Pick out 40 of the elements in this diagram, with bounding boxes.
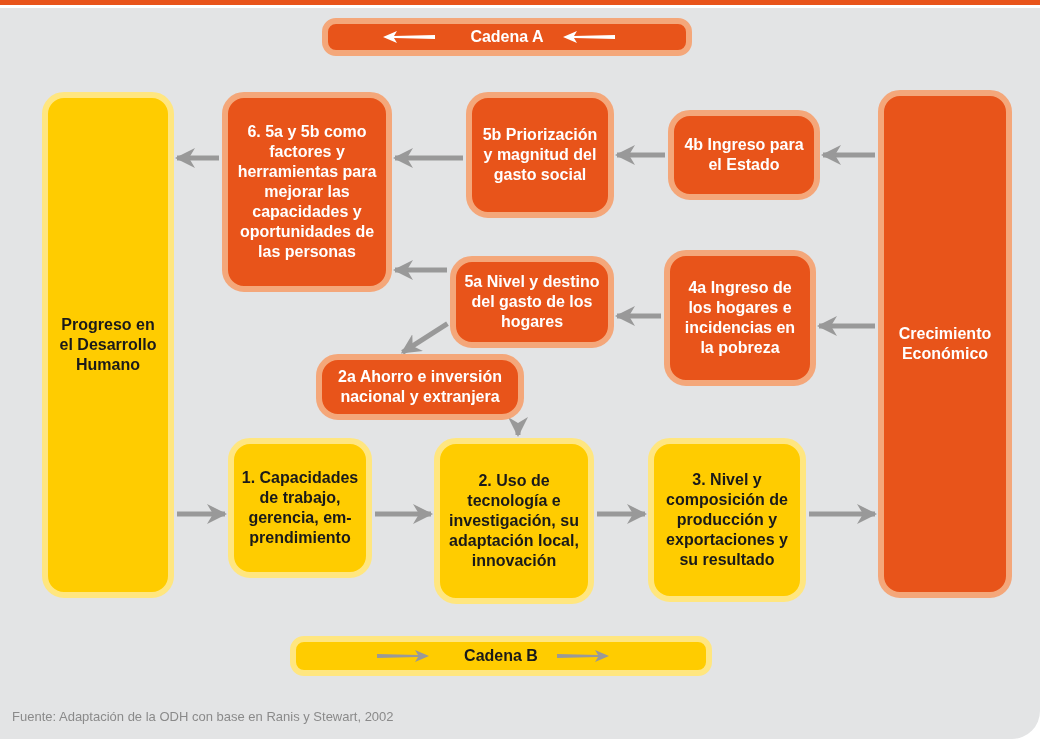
arrow [400, 321, 449, 355]
arrow [175, 148, 219, 168]
arrow [809, 504, 877, 524]
box-label: 5a Nivel y destino del gasto de los hogares [463, 272, 601, 332]
arrow [597, 504, 647, 524]
box-label: 4b Ingreso para el Estado [683, 135, 805, 175]
box-label: 2a Ahorro e inversión nacional y extranjera [337, 367, 503, 407]
process-box [42, 92, 174, 598]
arrow [508, 417, 528, 437]
process-box [648, 438, 806, 602]
box-label: 3. Nivel y composición de producción y exportaciones y su resultado [665, 470, 789, 570]
process-box [466, 92, 614, 218]
box-label: Progreso en el Desarrollo Humano [58, 315, 158, 375]
arrow [393, 148, 463, 168]
chain-band [290, 636, 712, 676]
process-box [668, 110, 820, 200]
arrow [615, 306, 661, 326]
box-label: Crecimiento Económico [897, 324, 993, 364]
process-box [222, 92, 392, 292]
arrow [821, 145, 875, 165]
box-label: 4a Ingreso de los hogares e incidencias en la pobreza [683, 278, 797, 358]
source-caption: Fuente: Adaptación de la ODH con base en Ranis y Stewart, 2002 [12, 709, 394, 724]
process-box [450, 256, 614, 348]
process-box [316, 354, 524, 420]
box-label: 1. Capacidades de trabajo, gerencia, em-prendimiento [240, 468, 360, 548]
arrow [817, 316, 875, 336]
process-box [664, 250, 816, 386]
arrow [615, 145, 665, 165]
box-label: 5b Priorización y magnitud del gasto social [481, 125, 599, 185]
arrow [393, 260, 447, 280]
arrow [177, 504, 227, 524]
process-box [228, 438, 372, 578]
process-box [434, 438, 594, 604]
box-label: Cadena B [463, 646, 539, 666]
box-label: 2. Uso de tecnología e investigación, su adaptación local, innovación [448, 471, 580, 571]
box-label: Cadena A [469, 27, 545, 47]
arrow [375, 504, 433, 524]
chain-band [322, 18, 692, 56]
process-box [878, 90, 1012, 598]
box-label: 6. 5a y 5b como factores y herramientas para mejorar las capacidades y oportunidades de las personas [236, 122, 378, 262]
